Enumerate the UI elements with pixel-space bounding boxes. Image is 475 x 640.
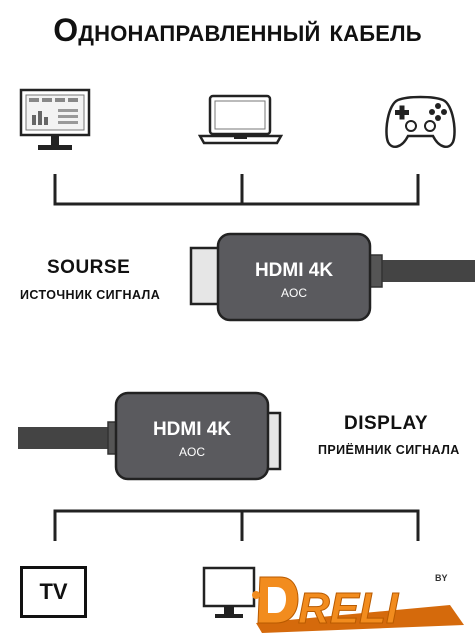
connector-source-title: HDMI 4K: [254, 260, 334, 281]
display-bracket: [53, 509, 420, 541]
connector-display-subtitle: AOC: [178, 445, 205, 459]
display-label: DISPLAY: [344, 413, 429, 434]
monitor-icon: [19, 88, 91, 150]
laptop-icon: [198, 94, 283, 145]
hdmi-connector-source: [189, 232, 475, 322]
hdmi-connector-display: [18, 391, 282, 481]
tv-icon: TV: [20, 566, 87, 618]
connector-source-subtitle: AOC: [280, 286, 307, 300]
dreli-logo: RELI BY: [252, 573, 464, 634]
svg-text:BY: BY: [435, 573, 448, 583]
gamepad-icon: [385, 95, 456, 149]
page-title: Однонаправленный кабель: [53, 12, 422, 48]
source-sublabel: ИСТОЧНИК СИГНАЛА: [20, 288, 161, 302]
tv-label: TV: [39, 579, 68, 604]
display-sublabel: ПРИЁМНИК СИГНАЛА: [318, 443, 460, 457]
svg-text:RELI: RELI: [298, 584, 399, 633]
connector-display-title: HDMI 4K: [152, 419, 232, 440]
monitor-icon: [202, 566, 256, 618]
source-bracket: [53, 174, 420, 206]
source-label: SOURSE: [47, 257, 131, 278]
